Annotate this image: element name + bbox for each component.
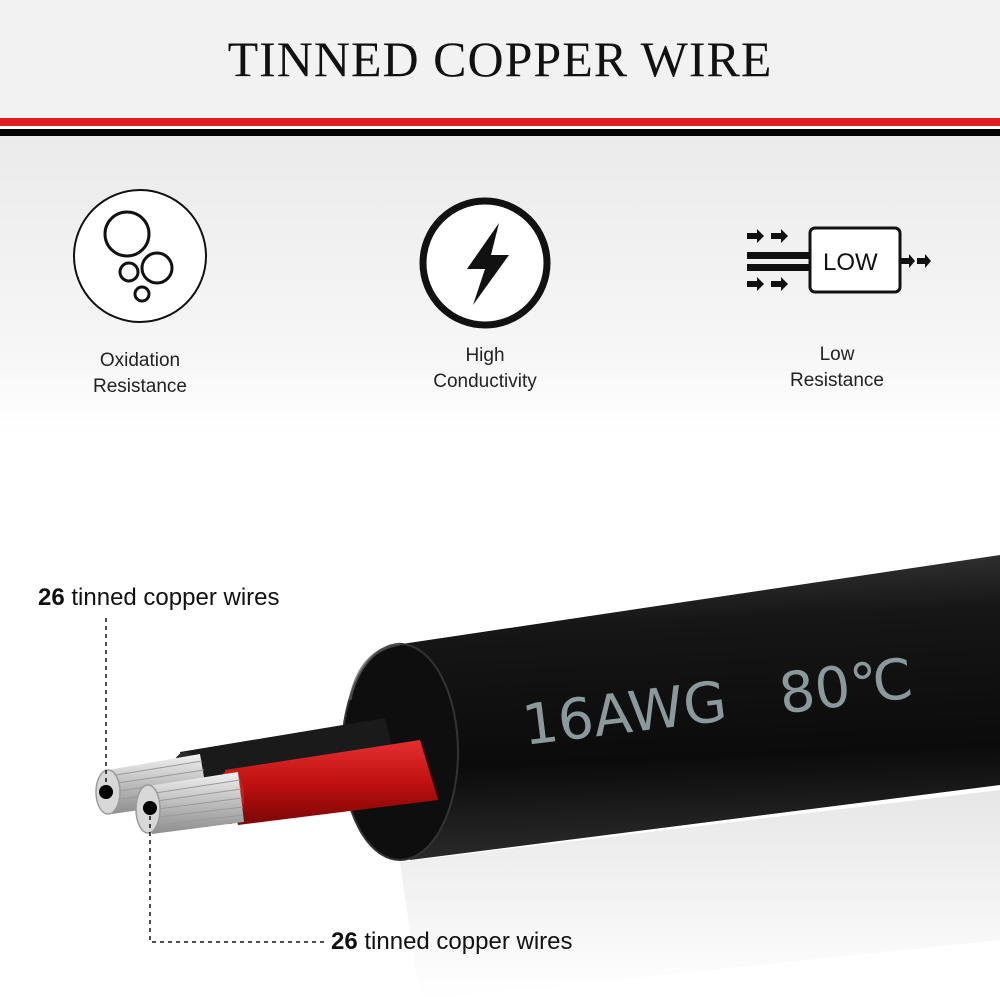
callout-bottom: 26 tinned copper wires	[331, 928, 573, 956]
cable-reflection	[400, 790, 1000, 1000]
callout-dot-top	[99, 785, 113, 799]
black-stripe	[0, 129, 1000, 136]
low-resistance-arrows-icon: LOW	[747, 226, 931, 294]
callout-text: tinned copper wires	[364, 928, 573, 955]
page-title: TINNED COPPER WIRE	[227, 31, 773, 87]
features-row: Oxidation Resistance High Conductivity	[0, 136, 1000, 436]
feature-low-resistance: LOW Low Resistance	[737, 220, 937, 394]
cable-illustration: 16AWG 80℃	[95, 555, 1000, 1000]
callout-leader-bottom	[149, 808, 325, 943]
feature-label-line2: Resistance	[790, 370, 884, 391]
feature-label: Low Resistance	[737, 342, 937, 394]
feature-label-line1: High	[465, 345, 505, 366]
header-banner: TINNED COPPER WIRE	[0, 0, 1000, 118]
feature-label-line2: Resistance	[93, 376, 187, 397]
red-wire-insulation	[225, 740, 438, 825]
feature-label-line1: Low	[819, 344, 855, 365]
feature-label: High Conductivity	[385, 343, 585, 395]
feature-oxidation-resistance: Oxidation Resistance	[40, 186, 240, 400]
stripe-gap	[0, 126, 1000, 129]
bubbles-icon	[73, 189, 207, 323]
callout-top: 26 tinned copper wires	[38, 584, 280, 612]
callout-text: tinned copper wires	[71, 584, 280, 611]
callout-count: 26	[38, 584, 65, 611]
lightning-bolt-icon	[419, 197, 551, 329]
low-badge-text: LOW	[823, 249, 878, 276]
red-wire-strands	[148, 772, 244, 834]
callout-count: 26	[331, 928, 358, 955]
feature-label-line2: Conductivity	[433, 371, 537, 392]
red-stripe	[0, 118, 1000, 126]
callout-dot-bottom	[143, 801, 157, 815]
cable-jacket	[395, 555, 1000, 860]
feature-high-conductivity: High Conductivity	[385, 193, 585, 395]
feature-label: Oxidation Resistance	[40, 348, 240, 400]
feature-label-line1: Oxidation	[99, 350, 181, 371]
